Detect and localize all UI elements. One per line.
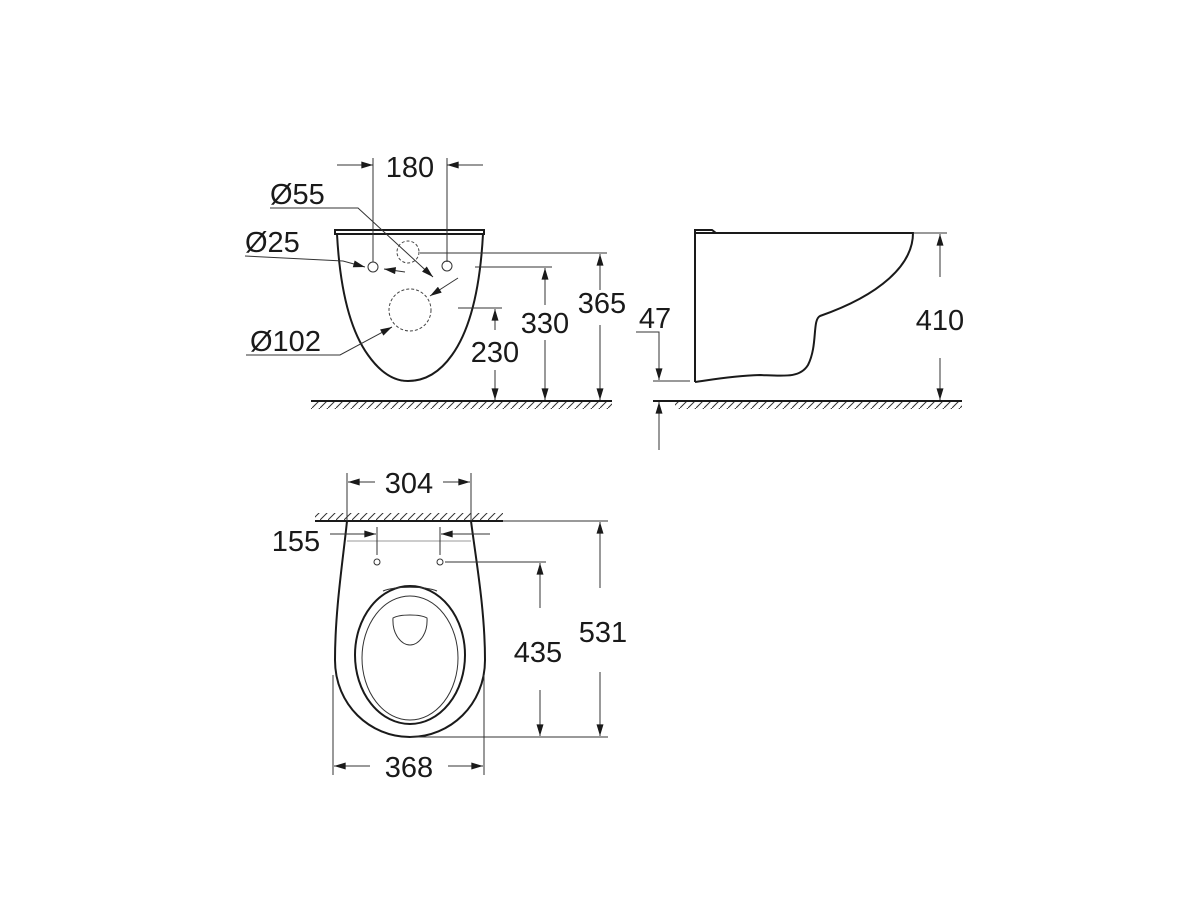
bowl-top-outline	[333, 520, 487, 739]
dim-304: 304	[385, 468, 433, 500]
hole-25-right	[441, 260, 453, 272]
dim-dia-25: Ø25	[245, 227, 300, 259]
dim-dia-102: Ø102	[250, 326, 321, 358]
dim-365: 365	[578, 288, 626, 320]
floor-hatch	[311, 401, 612, 409]
hole-55	[396, 240, 420, 264]
fixing-right	[436, 558, 444, 566]
outlet-102	[388, 288, 432, 332]
dim-230: 230	[471, 337, 519, 369]
dim-155: 155	[272, 526, 320, 558]
seat-inner	[361, 595, 459, 721]
front-view: 180 Ø55 Ø25 Ø102 230 330 365	[244, 152, 626, 409]
seat-outer	[354, 585, 466, 725]
dim-368: 368	[385, 752, 433, 784]
bowl-outline	[336, 233, 484, 383]
dim-47: 47	[639, 303, 671, 335]
floor-hatch	[675, 401, 962, 409]
wall-hatch	[315, 513, 503, 521]
dim-435: 435	[514, 637, 562, 669]
top-view: 304 155 435 531 368	[272, 468, 627, 784]
rim-step	[694, 229, 717, 234]
top-edge	[334, 229, 485, 235]
fixing-left	[373, 558, 381, 566]
hole-25-left	[367, 261, 379, 273]
dim-531: 531	[579, 617, 627, 649]
dim-410: 410	[916, 305, 964, 337]
dim-330: 330	[521, 308, 569, 340]
dim-dia-55: Ø55	[270, 179, 325, 211]
side-view: 410 47	[636, 229, 964, 450]
bowl-profile	[694, 232, 915, 383]
dim-180: 180	[386, 152, 434, 184]
cover-shape	[392, 614, 428, 646]
